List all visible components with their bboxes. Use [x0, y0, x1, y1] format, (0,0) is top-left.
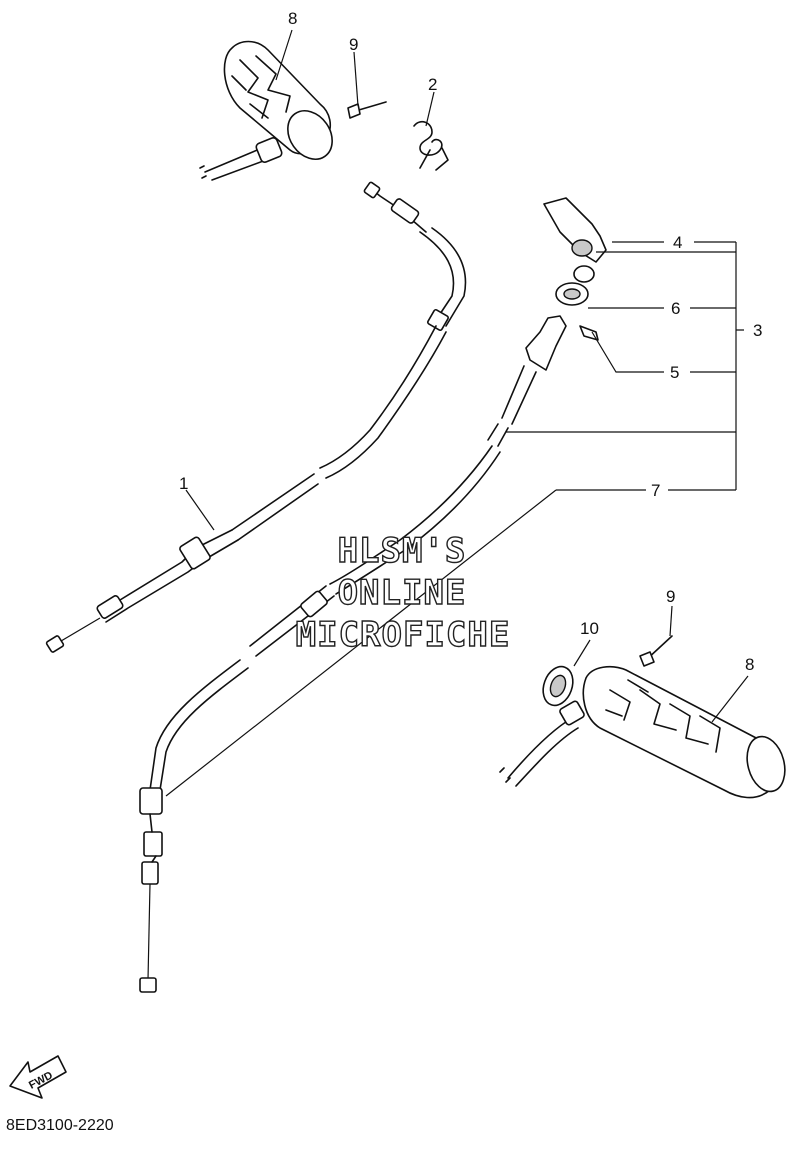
- callout-9-top: 9: [349, 35, 358, 54]
- watermark-line-2: ONLINE: [338, 573, 467, 613]
- callout-leaders: [185, 29, 749, 723]
- callout-4: 4: [673, 233, 682, 252]
- callout-5: 5: [670, 363, 679, 382]
- callout-9-right: 9: [666, 587, 675, 606]
- callout-8-right: 8: [745, 655, 754, 674]
- handlebar-grip-right: [499, 635, 786, 799]
- wire-clip: [413, 120, 449, 171]
- part-code: 8ED3100-2220: [6, 1117, 114, 1134]
- callout-7: 7: [651, 481, 660, 500]
- throttle-housing-parts: [487, 197, 607, 447]
- callout-2: 2: [428, 75, 437, 94]
- callout-1: 1: [179, 474, 188, 493]
- watermark-line-1: HLSM'S: [338, 531, 467, 571]
- pin-top: [347, 101, 387, 119]
- handlebar-grip-left: [199, 40, 333, 181]
- forward-arrow-icon: FWD: [9, 1055, 67, 1099]
- callout-leaders-group-3: [165, 241, 744, 797]
- callout-8-top: 8: [288, 9, 297, 28]
- throttle-cable: [45, 181, 467, 653]
- watermark-line-3: MICROFICHE: [296, 615, 511, 655]
- callout-10: 10: [580, 619, 599, 638]
- callout-3: 3: [753, 321, 762, 340]
- cable-assembly-7: [139, 445, 501, 993]
- callout-6: 6: [671, 299, 680, 318]
